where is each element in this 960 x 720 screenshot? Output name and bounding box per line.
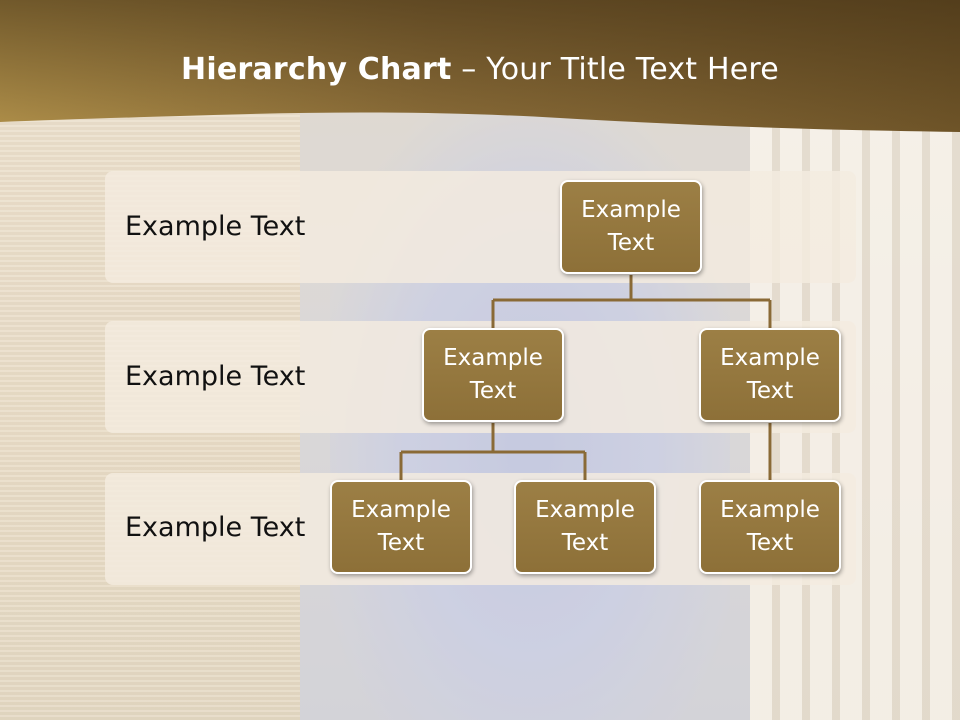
title-bold: Hierarchy Chart <box>181 52 452 87</box>
node-level3-c-label: Example Text <box>720 497 820 556</box>
node-level2-right: Example Text <box>699 328 841 422</box>
level-band-1 <box>105 171 856 283</box>
node-root: Example Text <box>560 180 702 274</box>
level-label-2: Example Text <box>125 361 306 392</box>
header-band <box>0 0 960 132</box>
page-title: Hierarchy Chart – Your Title Text Here <box>0 52 960 87</box>
level-label-3: Example Text <box>125 512 306 543</box>
node-level2-left: Example Text <box>422 328 564 422</box>
node-level3-b-label: Example Text <box>535 497 635 556</box>
node-level3-a: Example Text <box>330 480 472 574</box>
node-level3-a-label: Example Text <box>351 497 451 556</box>
title-rest: – Your Title Text Here <box>451 52 779 87</box>
node-level3-b: Example Text <box>514 480 656 574</box>
node-level2-right-label: Example Text <box>720 345 820 404</box>
node-level2-left-label: Example Text <box>443 345 543 404</box>
node-root-label: Example Text <box>581 197 681 256</box>
node-level3-c: Example Text <box>699 480 841 574</box>
level-label-1: Example Text <box>125 211 306 242</box>
